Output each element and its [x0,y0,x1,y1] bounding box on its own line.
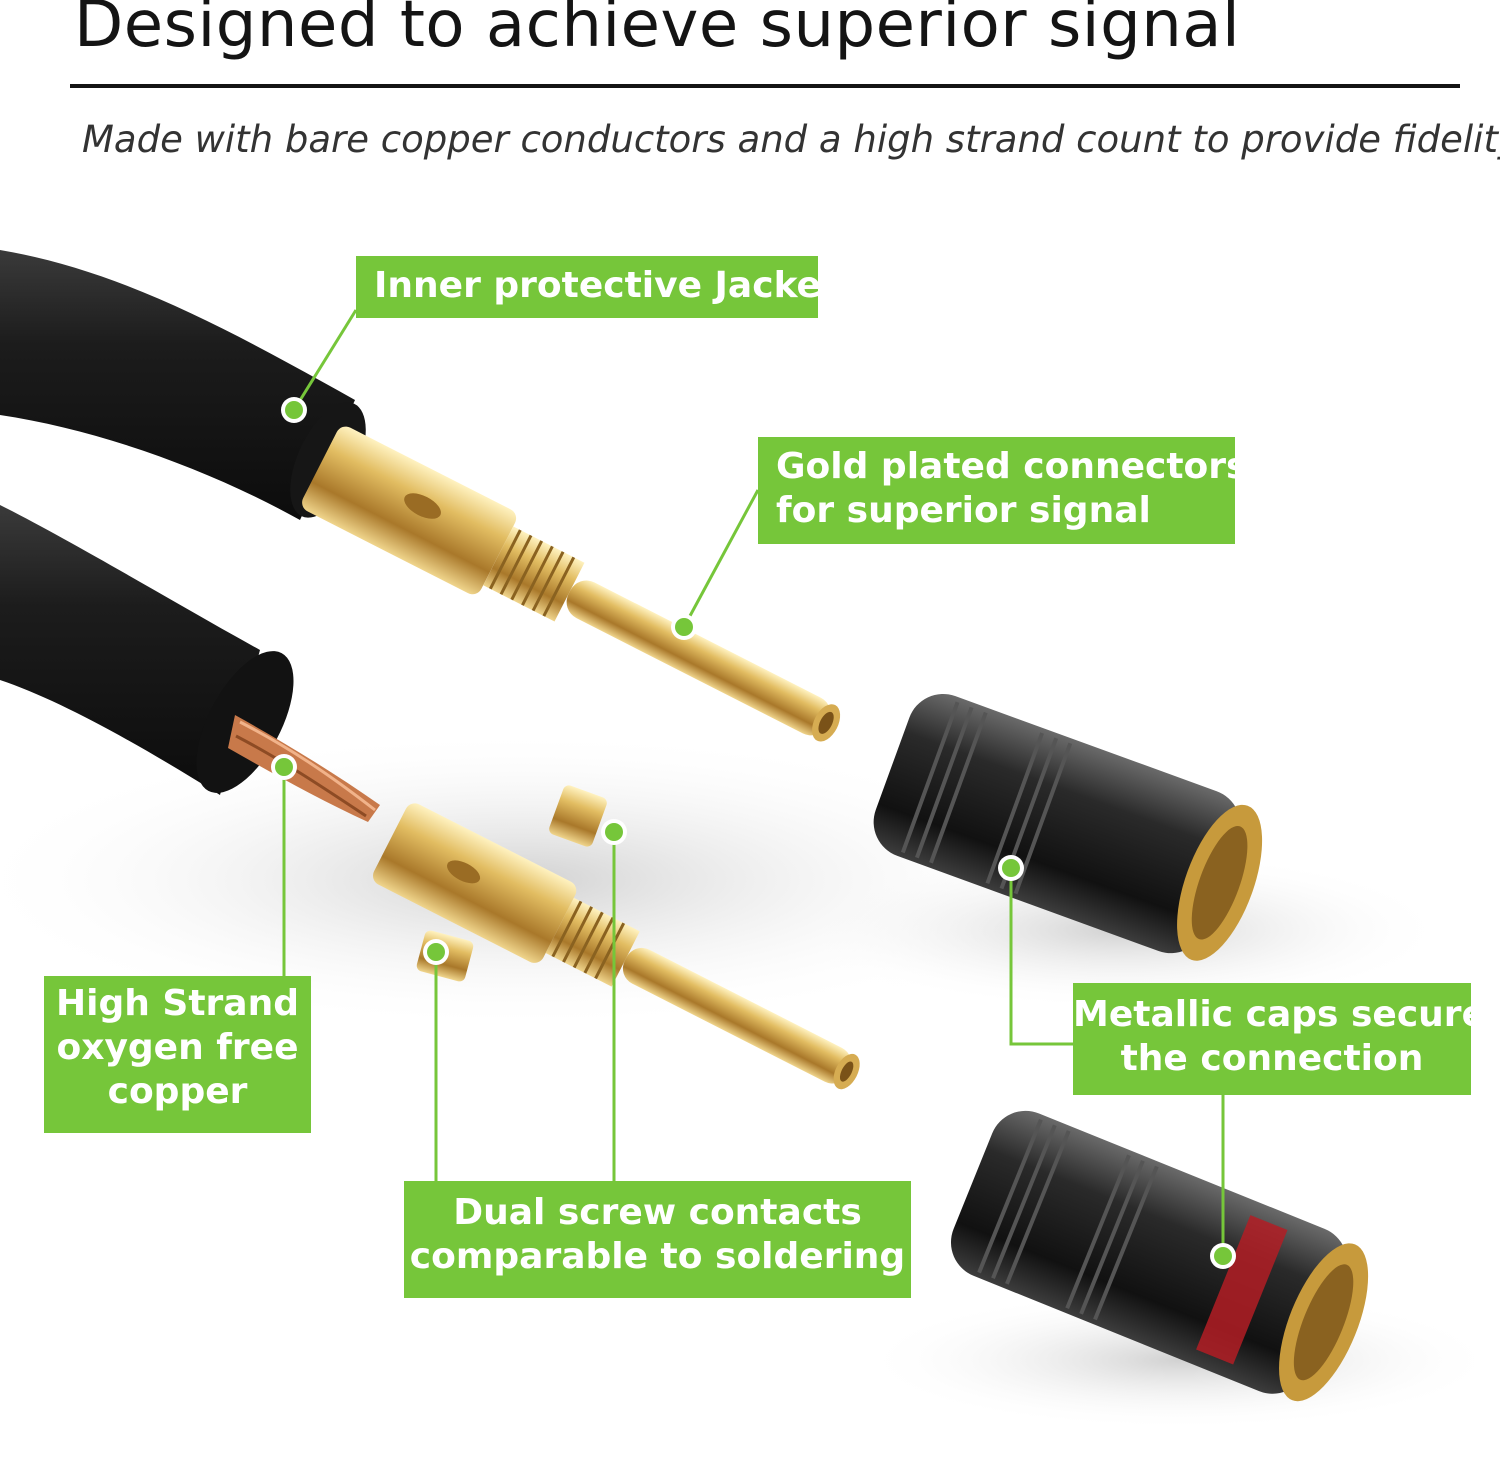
callout-line: Dual screw contacts [453,1192,862,1233]
lower-metallic-cap [950,1110,1369,1402]
callout-inner-protective-jacket: Inner protective Jacket [356,256,839,318]
callout-line: Gold plated connectors [776,446,1248,487]
leader-dots [271,397,1236,1269]
set-screw-top [549,785,607,847]
callout-line: Metallic caps secure [1073,994,1486,1035]
copper-strands [228,715,380,822]
upper-cable [0,250,355,520]
upper-gold-connector [302,426,841,742]
page-title: Designed to achieve superior signal [74,0,1241,62]
leader-gold [682,489,760,628]
callout-line: for superior signal [776,490,1151,531]
callout-dual-screw-contacts: Dual screw contacts comparable to solder… [404,1181,911,1298]
leader-jacket [292,309,358,411]
callout-line: Inner protective Jacket [374,265,839,306]
lower-gold-connector [373,803,860,1090]
callout-line: copper [107,1071,248,1112]
callout-line: High Strand [56,983,299,1024]
lower-cable [0,505,260,795]
leader-lines [282,309,1225,1256]
callout-line: oxygen free [56,1027,299,1068]
title-divider [70,84,1460,88]
upper-metallic-cap [873,694,1263,961]
callout-metallic-caps: Metallic caps secure the connection [1073,983,1486,1095]
callout-gold-plated-connectors: Gold plated connectors for superior sign… [758,437,1248,544]
page-subtitle: Made with bare copper conductors and a h… [82,118,1500,161]
callout-high-strand-copper: High Strand oxygen free copper [44,976,311,1133]
leader-caps-top [1009,868,1073,1046]
callout-line: comparable to soldering [409,1236,906,1277]
callout-line: the connection [1120,1038,1424,1079]
